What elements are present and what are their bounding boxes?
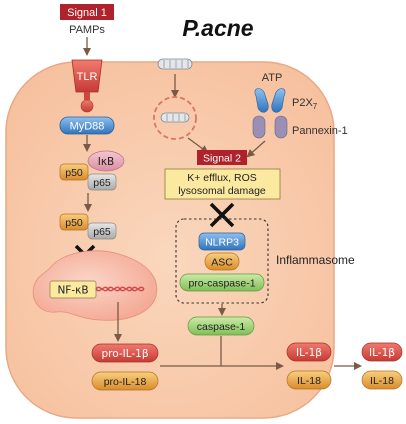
p2x7-label: P2X7 <box>292 97 318 111</box>
inflammasome-label: Inflammasome <box>276 253 355 267</box>
pamps-label: PAMPs <box>69 24 105 36</box>
il1b-node <box>286 342 332 362</box>
p50-free-node <box>59 213 89 231</box>
p2x7-subscript: 7 <box>313 102 318 111</box>
il1b-secreted-node <box>361 342 403 362</box>
pannexin-label: Pannexin-1 <box>292 125 348 137</box>
inflammasome-block-x <box>209 202 235 228</box>
pro-il18-label: pro-IL-18 <box>104 376 147 388</box>
tlr-receptor <box>71 59 103 93</box>
signal1-badge <box>60 4 114 20</box>
tlr-tir-domain <box>80 99 94 113</box>
nlrp3-label: NLRP3 <box>205 237 239 249</box>
pannexin-1-channel-icon <box>252 115 288 139</box>
myd88-node <box>59 116 115 135</box>
il18-node <box>286 370 332 390</box>
p50-label: p50 <box>65 167 83 179</box>
arrow-pannexin-signal2 <box>246 140 266 158</box>
p65-free-label: p65 <box>93 226 111 238</box>
danger-signals-line2: lysosomal damage <box>178 185 266 197</box>
danger-signals-line1: K+ efflux, ROS <box>187 172 257 184</box>
ikb-label: IκB <box>98 156 115 168</box>
procaspase-label: pro-caspase-1 <box>188 278 255 290</box>
il18-secreted-label: IL-18 <box>370 375 394 387</box>
il1b-label: IL-1β <box>296 347 322 359</box>
signal2-badge <box>197 150 247 165</box>
p65-free-node <box>87 222 117 240</box>
nfkb-label: NF-κB <box>57 285 88 297</box>
title: P.acne <box>182 15 253 41</box>
nlrp3-node <box>198 232 246 251</box>
pro-il1b-label: pro-IL-1β <box>101 348 148 360</box>
bacterium-extracellular-icon <box>157 58 193 70</box>
dna-strand-2 <box>95 286 145 292</box>
p2x7-receptor-icon <box>254 88 286 113</box>
arrow-phagosome-signal2 <box>187 137 209 154</box>
bacterium-phagosome-icon <box>160 112 190 123</box>
p2x7-name: P2X <box>292 97 313 109</box>
caspase1-label: caspase-1 <box>197 321 246 333</box>
procaspase-node <box>179 273 265 292</box>
p50-free-label: p50 <box>65 217 83 229</box>
tlr-label: TLR <box>77 71 98 83</box>
signal1-label: Signal 1 <box>67 7 107 19</box>
pro-il18-node <box>91 371 159 391</box>
myd88-label: MyD88 <box>70 121 105 133</box>
inflammasome-box <box>175 218 269 304</box>
signal2-label: Signal 2 <box>203 153 241 165</box>
tlr-stalk <box>84 92 90 100</box>
il1b-secreted-label: IL-1β <box>369 347 395 359</box>
atp-label: ATP <box>262 72 283 84</box>
p50-node <box>59 163 89 181</box>
pro-il1b-node <box>91 343 159 363</box>
phagosome <box>153 96 197 140</box>
il18-secreted-node <box>361 370 403 390</box>
p65-label: p65 <box>93 177 111 189</box>
ikb-node <box>87 150 125 172</box>
p65-node <box>87 173 117 191</box>
asc-node <box>204 252 240 271</box>
asc-label: ASC <box>211 257 233 269</box>
danger-signals-box <box>164 168 281 200</box>
il18-label: IL-18 <box>297 375 321 387</box>
caspase1-node <box>187 316 255 336</box>
